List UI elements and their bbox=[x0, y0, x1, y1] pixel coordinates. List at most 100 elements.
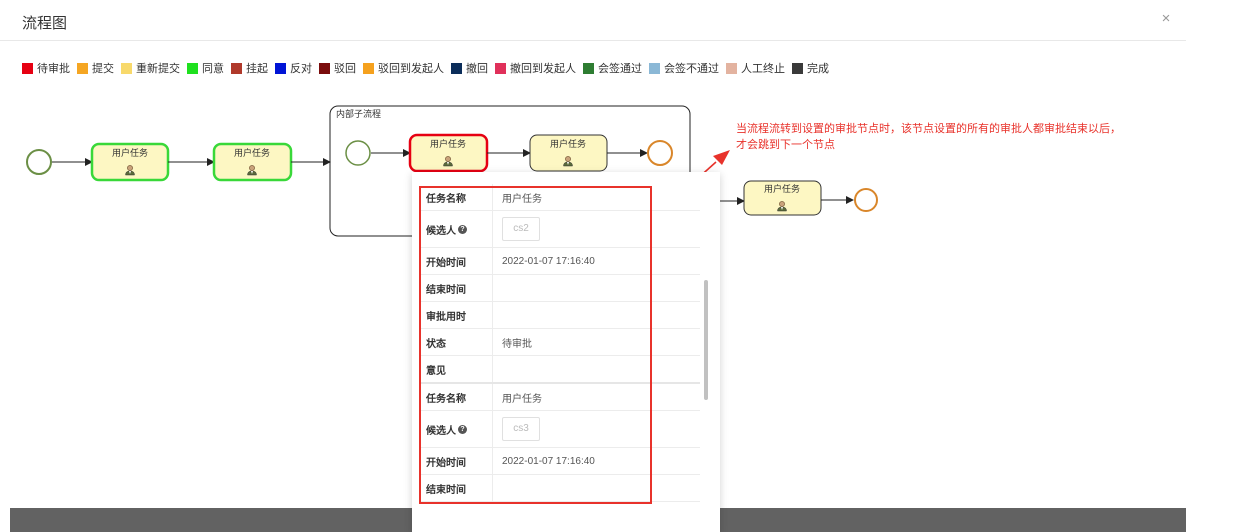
task-label: 用户任务 bbox=[234, 147, 270, 159]
task-label: 用户任务 bbox=[550, 138, 586, 150]
user-task-node[interactable]: 用户任务 bbox=[743, 180, 822, 216]
help-icon[interactable]: ? bbox=[458, 224, 467, 234]
detail-value bbox=[502, 356, 700, 382]
legend-label: 驳回 bbox=[334, 63, 356, 75]
legend-swatch bbox=[726, 62, 737, 74]
task-detail-popup[interactable]: 任务名称 用户任务 候选人 ? cs2 开始时间 2022-01-07 17:1… bbox=[412, 172, 720, 532]
close-icon[interactable]: × bbox=[1161, 10, 1171, 27]
detail-key: 任务名称 bbox=[426, 184, 493, 210]
detail-key: 结束时间 bbox=[426, 275, 493, 301]
legend-swatch bbox=[451, 62, 462, 74]
candidate-label: 候选人 bbox=[426, 225, 456, 237]
detail-key: 状态 bbox=[426, 329, 493, 355]
detail-row-opinion: 意见 bbox=[420, 356, 700, 384]
detail-row-end-time: 结束时间 bbox=[420, 275, 700, 302]
legend-item: 重新提交 bbox=[121, 60, 180, 76]
detail-key: 开始时间 bbox=[426, 248, 493, 274]
detail-row-candidate: 候选人 ? cs3 bbox=[420, 411, 700, 448]
legend-label: 会签不通过 bbox=[664, 63, 719, 75]
legend-swatch bbox=[77, 62, 88, 74]
detail-row-start-time: 开始时间 2022-01-07 17:16:40 bbox=[420, 248, 700, 275]
end-event[interactable] bbox=[854, 188, 878, 212]
legend-item: 挂起 bbox=[231, 60, 268, 76]
subprocess-label: 内部子流程 bbox=[336, 108, 381, 120]
detail-value: cs3 bbox=[502, 411, 700, 447]
status-legend: 待审批 提交 重新提交 同意 挂起反对 驳回 驳回到发起人撤回 撤回到发起人 会签通过 会签不通过… bbox=[22, 60, 836, 76]
detail-row-start-time: 开始时间 2022-01-07 17:16:40 bbox=[420, 448, 700, 475]
flow-diagram: 内部子流程 用户任务 用户任务 用户任务 用户任务 bbox=[0, 90, 1233, 532]
legend-label: 人工终止 bbox=[741, 63, 785, 75]
subprocess-end-event[interactable] bbox=[647, 140, 673, 166]
detail-key: 意见 bbox=[426, 356, 493, 382]
detail-key: 候选人 ? bbox=[426, 211, 493, 247]
flow-diagram-canvas: 内部子流程 用户任务 用户任务 用户任务 用户任务 bbox=[26, 105, 878, 237]
candidate-field[interactable]: cs3 bbox=[502, 417, 540, 441]
legend-label: 重新提交 bbox=[136, 63, 180, 75]
legend-item: 会签不通过 bbox=[649, 60, 719, 76]
legend-swatch bbox=[319, 62, 330, 74]
legend-swatch bbox=[187, 62, 198, 74]
annotation-line-2: 才会跳到下一个节点 bbox=[736, 139, 835, 151]
legend-label: 同意 bbox=[202, 63, 224, 75]
legend-swatch bbox=[363, 62, 374, 74]
status-value: 待审批 bbox=[502, 338, 532, 350]
legend-item: 会签通过 bbox=[583, 60, 642, 76]
legend-item: 提交 bbox=[77, 60, 114, 76]
user-task-node-pending[interactable]: 用户任务 bbox=[408, 133, 489, 173]
detail-value: cs2 bbox=[502, 211, 700, 247]
user-task-node[interactable]: 用户任务 bbox=[529, 134, 608, 172]
detail-value bbox=[502, 302, 700, 328]
detail-key: 结束时间 bbox=[426, 475, 493, 501]
start-event[interactable] bbox=[26, 149, 52, 175]
detail-row-task-name: 任务名称 用户任务 bbox=[420, 184, 700, 211]
legend-swatch bbox=[121, 62, 132, 74]
task-label: 用户任务 bbox=[764, 183, 800, 195]
detail-key: 开始时间 bbox=[426, 448, 493, 474]
legend-item: 撤回到发起人 bbox=[495, 60, 576, 76]
legend-item: 同意 bbox=[187, 60, 224, 76]
legend-item: 待审批 bbox=[22, 60, 70, 76]
legend-item: 撤回 bbox=[451, 60, 488, 76]
annotation-arrowhead bbox=[713, 150, 730, 165]
legend-label: 待审批 bbox=[37, 63, 70, 75]
user-task-node[interactable]: 用户任务 bbox=[212, 142, 293, 182]
legend-item: 反对 bbox=[275, 60, 312, 76]
legend-swatch bbox=[649, 62, 660, 74]
legend-swatch bbox=[22, 62, 33, 74]
popup-scrollbar[interactable] bbox=[704, 280, 708, 400]
legend-label: 提交 bbox=[92, 63, 114, 75]
detail-row-end-time: 结束时间 bbox=[420, 475, 700, 502]
dialog-title: 流程图 bbox=[22, 15, 68, 32]
legend-swatch bbox=[231, 62, 242, 74]
detail-value: 2022-01-07 17:16:40 bbox=[502, 255, 595, 267]
detail-key: 候选人 ? bbox=[426, 411, 493, 447]
task-label: 用户任务 bbox=[430, 138, 466, 150]
detail-row-duration: 审批用时 bbox=[420, 302, 700, 329]
detail-value: 用户任务 bbox=[502, 193, 542, 205]
legend-swatch bbox=[495, 62, 506, 74]
detail-key: 审批用时 bbox=[426, 302, 493, 328]
legend-label: 撤回到发起人 bbox=[510, 63, 576, 75]
subprocess-start-event[interactable] bbox=[345, 140, 371, 166]
legend-label: 挂起 bbox=[246, 63, 268, 75]
legend-item: 驳回到发起人 bbox=[363, 60, 444, 76]
candidate-label: 候选人 bbox=[426, 425, 456, 437]
legend-swatch bbox=[792, 62, 803, 74]
detail-row-candidate: 候选人 ? cs2 bbox=[420, 211, 700, 248]
task-label: 用户任务 bbox=[112, 147, 148, 159]
legend-label: 完成 bbox=[807, 63, 829, 75]
detail-row-status: 状态 待审批 bbox=[420, 329, 700, 356]
user-task-node[interactable]: 用户任务 bbox=[90, 142, 170, 182]
legend-item: 驳回 bbox=[319, 60, 356, 76]
candidate-field[interactable]: cs2 bbox=[502, 217, 540, 241]
help-icon[interactable]: ? bbox=[458, 424, 467, 434]
legend-swatch bbox=[275, 62, 286, 74]
legend-item: 完成 bbox=[792, 60, 829, 76]
legend-label: 驳回到发起人 bbox=[378, 63, 444, 75]
legend-label: 会签通过 bbox=[598, 63, 642, 75]
task-detail-table: 任务名称 用户任务 候选人 ? cs2 开始时间 2022-01-07 17:1… bbox=[420, 184, 700, 502]
annotation-line-1: 当流程流转到设置的审批节点时，该节点设置的所有的审批人都审批结束以后， bbox=[736, 123, 1121, 135]
detail-value bbox=[502, 475, 700, 501]
detail-row-task-name: 任务名称 用户任务 bbox=[420, 384, 700, 411]
detail-value bbox=[502, 275, 700, 301]
